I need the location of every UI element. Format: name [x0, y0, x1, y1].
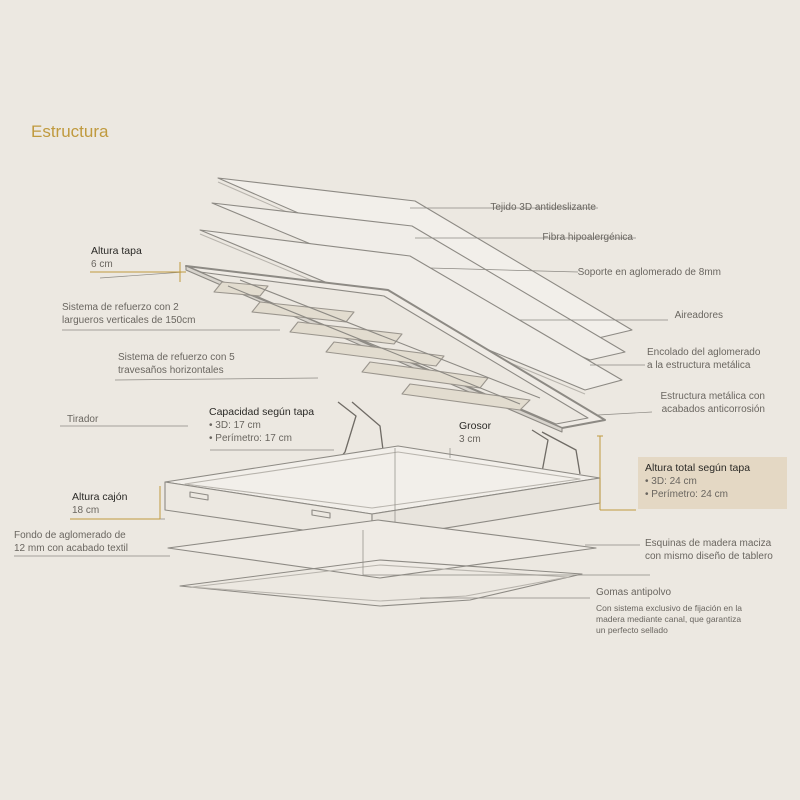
label-aireadores: Aireadores	[674, 310, 723, 321]
label-tirador: Tirador	[67, 414, 99, 425]
capacidad-perimetro: • Perímetro: 17 cm	[209, 433, 292, 444]
capacidad-title: Capacidad según tapa	[209, 406, 315, 418]
label-encolado-line-2: a la estructura metálica	[647, 360, 751, 371]
label-estructura-line-1: Estructura metálica con	[660, 391, 766, 402]
label-fondo-line-1: Fondo de aglomerado de	[14, 530, 126, 541]
dust-gasket	[179, 559, 583, 607]
label-fondo-line-2: 12 mm con acabado textil	[14, 543, 128, 554]
bottom-panel	[167, 519, 597, 579]
label-soporte: Soporte en aglomerado de 8mm	[577, 267, 721, 278]
label-travesanos: Sistema de refuerzo con 5 travesaños hor…	[118, 351, 235, 377]
label-altura-total: Altura total según tapa • 3D: 24 cm • Pe…	[645, 462, 750, 501]
label-fondo: Fondo de aglomerado de 12 mm con acabado…	[14, 529, 128, 555]
label-encolado-line-1: Encolado del aglomerado	[647, 347, 761, 358]
label-largueros-line-2: largueros verticales de 150cm	[62, 315, 196, 326]
label-largueros: Sistema de refuerzo con 2 largueros vert…	[62, 301, 195, 327]
label-estructura: Estructura metálica con acabados anticor…	[661, 390, 766, 416]
label-encolado: Encolado del aglomerado a la estructura …	[647, 346, 760, 372]
dimension-marks	[70, 262, 636, 520]
label-grosor: Grosor 3 cm	[459, 420, 491, 446]
altura-total-title: Altura total según tapa	[645, 462, 751, 474]
altura-total-box	[638, 457, 787, 509]
grosor-value: 3 cm	[459, 434, 481, 445]
leader-lines	[14, 207, 668, 599]
label-esquinas: Esquinas de madera maciza con mismo dise…	[645, 537, 773, 563]
label-travesanos-line-2: travesaños horizontales	[118, 365, 224, 376]
label-tejido: Tejido 3D antideslizante	[490, 202, 596, 213]
altura-cajon-title: Altura cajón	[72, 491, 128, 503]
label-altura-cajon: Altura cajón 18 cm	[72, 491, 127, 517]
grosor-title: Grosor	[459, 420, 492, 432]
altura-total-perimetro: • Perímetro: 24 cm	[645, 489, 728, 500]
label-esquinas-line-1: Esquinas de madera maciza	[645, 538, 772, 549]
label-travesanos-line-1: Sistema de refuerzo con 5	[118, 352, 235, 363]
label-estructura-line-2: acabados anticorrosión	[661, 404, 765, 415]
altura-tapa-value: 6 cm	[91, 259, 113, 270]
gomas-desc-line-3: un perfecto sellado	[596, 625, 668, 635]
altura-cajon-value: 18 cm	[72, 505, 100, 516]
capacidad-3d: • 3D: 17 cm	[209, 420, 261, 431]
label-capacidad: Capacidad según tapa • 3D: 17 cm • Perím…	[209, 406, 314, 445]
label-fibra: Fibra hipoalergénica	[542, 232, 633, 243]
label-gomas: Gomas antipolvo	[596, 587, 672, 598]
altura-total-3d: • 3D: 24 cm	[645, 476, 697, 487]
gomas-desc-line-1: Con sistema exclusivo de fijación en la	[596, 603, 742, 613]
lid-slats	[213, 279, 541, 411]
label-altura-tapa: Altura tapa 6 cm	[91, 245, 142, 271]
label-largueros-line-1: Sistema de refuerzo con 2	[62, 302, 179, 313]
altura-tapa-title: Altura tapa	[91, 245, 142, 257]
label-esquinas-line-2: con mismo diseño de tablero	[645, 551, 773, 562]
label-gomas-desc: Con sistema exclusivo de fijación en la …	[596, 603, 742, 636]
gomas-desc-line-2: madera mediante canal, que garantiza	[596, 614, 742, 624]
diagram-title: Estructura	[31, 122, 109, 141]
